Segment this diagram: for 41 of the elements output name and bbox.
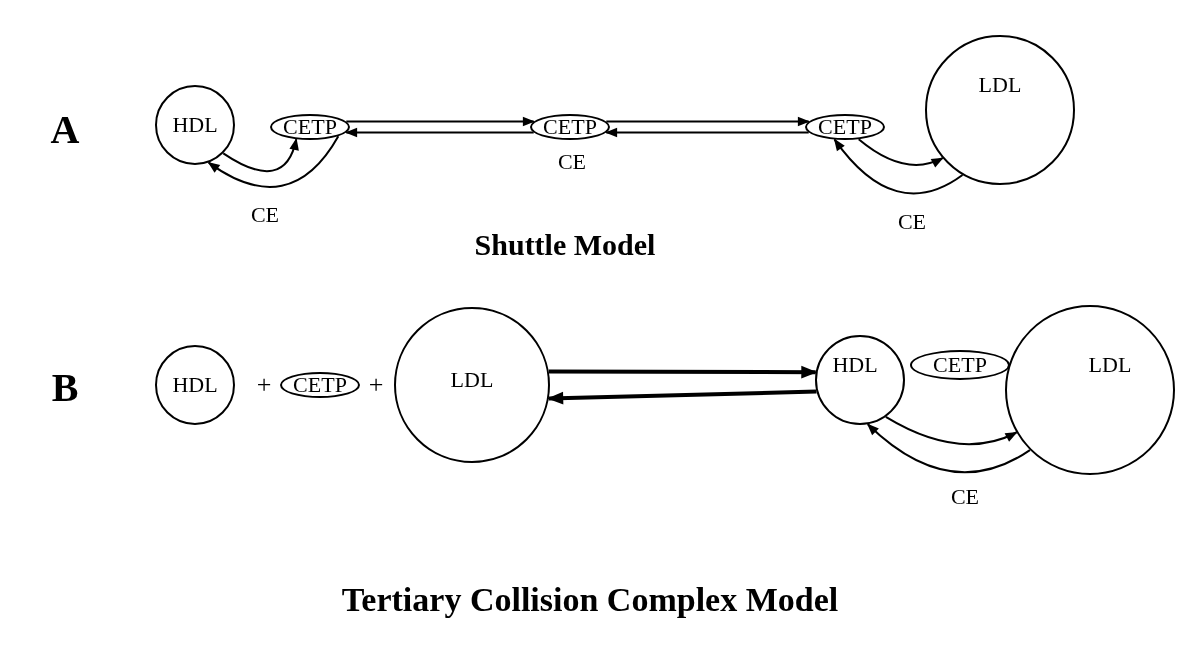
arrow (345, 127, 535, 138)
arrow (866, 423, 1031, 474)
model-title: Tertiary Collision Complex Model (341, 583, 839, 617)
model-title: Shuttle Model (474, 230, 656, 260)
arrow (884, 415, 1018, 446)
circle-node (155, 85, 235, 165)
arrow (605, 127, 810, 138)
arrow (857, 138, 944, 168)
panel-letter: B (51, 368, 79, 408)
ellipse-node (280, 372, 360, 398)
arrow (548, 365, 818, 379)
node-label: CETP (543, 116, 597, 138)
node-label: LDL (1088, 354, 1132, 376)
circle-node (925, 35, 1075, 185)
node-label: LDL (978, 74, 1022, 96)
node-label: HDL (172, 114, 218, 136)
node-label: HDL (832, 354, 878, 376)
circle-node (815, 335, 905, 425)
node-label: CETP (283, 116, 337, 138)
panel-letter: A (50, 110, 80, 150)
ellipse-node (910, 350, 1010, 380)
arrow (207, 135, 340, 188)
arrow (222, 138, 299, 173)
node-label: CETP (293, 374, 347, 396)
ellipse-node (270, 114, 350, 140)
beside-label: CE (557, 151, 587, 173)
arrow (833, 138, 964, 195)
circle-node (1005, 305, 1175, 475)
ellipse-node (530, 114, 610, 140)
node-label: CETP (933, 354, 987, 376)
arrow (345, 116, 535, 127)
plus-sign: + (256, 372, 272, 398)
arrow (605, 116, 810, 127)
circle-node (394, 307, 550, 463)
circle-node (155, 345, 235, 425)
ellipse-node (805, 114, 885, 140)
node-label: LDL (450, 369, 494, 391)
node-label: CETP (818, 116, 872, 138)
plus-sign: + (368, 372, 384, 398)
node-label: HDL (172, 374, 218, 396)
arrow (547, 389, 817, 405)
